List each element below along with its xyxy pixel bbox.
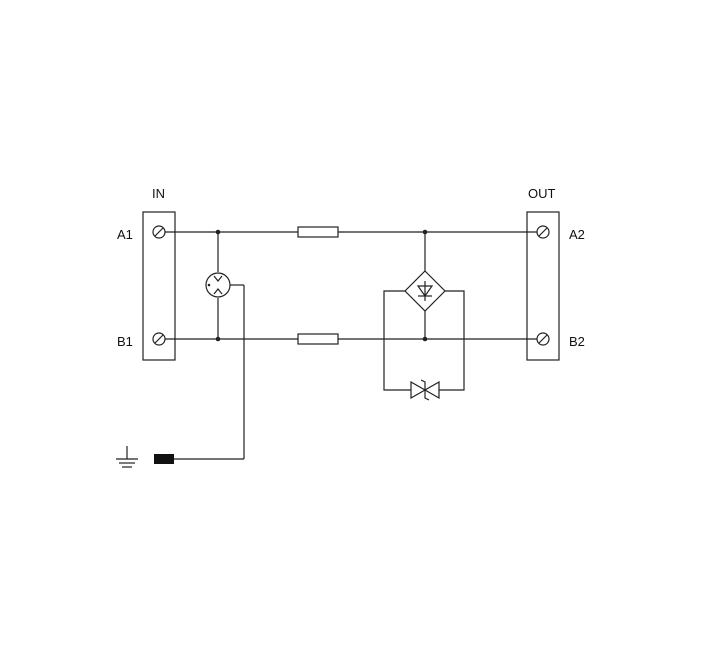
resistor-icon <box>297 226 339 238</box>
terminal-label-a1: A1 <box>117 227 133 242</box>
resistor-icon <box>297 333 339 345</box>
ground-icon <box>116 446 138 468</box>
ground-wire <box>174 285 245 460</box>
bridge-rectifier-icon <box>404 232 446 339</box>
junction-dot <box>422 229 428 235</box>
output-label: OUT <box>528 186 556 201</box>
gas-discharge-tube-icon <box>205 232 244 339</box>
input-terminal-block <box>142 211 176 361</box>
junction-dot <box>422 336 428 342</box>
terminal-label-b2: B2 <box>569 334 585 349</box>
terminal-label-b1: B1 <box>117 334 133 349</box>
bidirectional-tvs-diode-icon <box>410 379 440 401</box>
junction-dot <box>215 229 221 235</box>
output-terminal-block <box>526 211 560 361</box>
output-terminal-housing <box>526 211 560 361</box>
terminal-label-a2: A2 <box>569 227 585 242</box>
input-terminal-housing <box>142 211 176 361</box>
input-label: IN <box>152 186 165 201</box>
junction-dot <box>215 336 221 342</box>
tvs-diode-loop <box>383 290 465 391</box>
ground-connector-icon <box>154 454 174 464</box>
